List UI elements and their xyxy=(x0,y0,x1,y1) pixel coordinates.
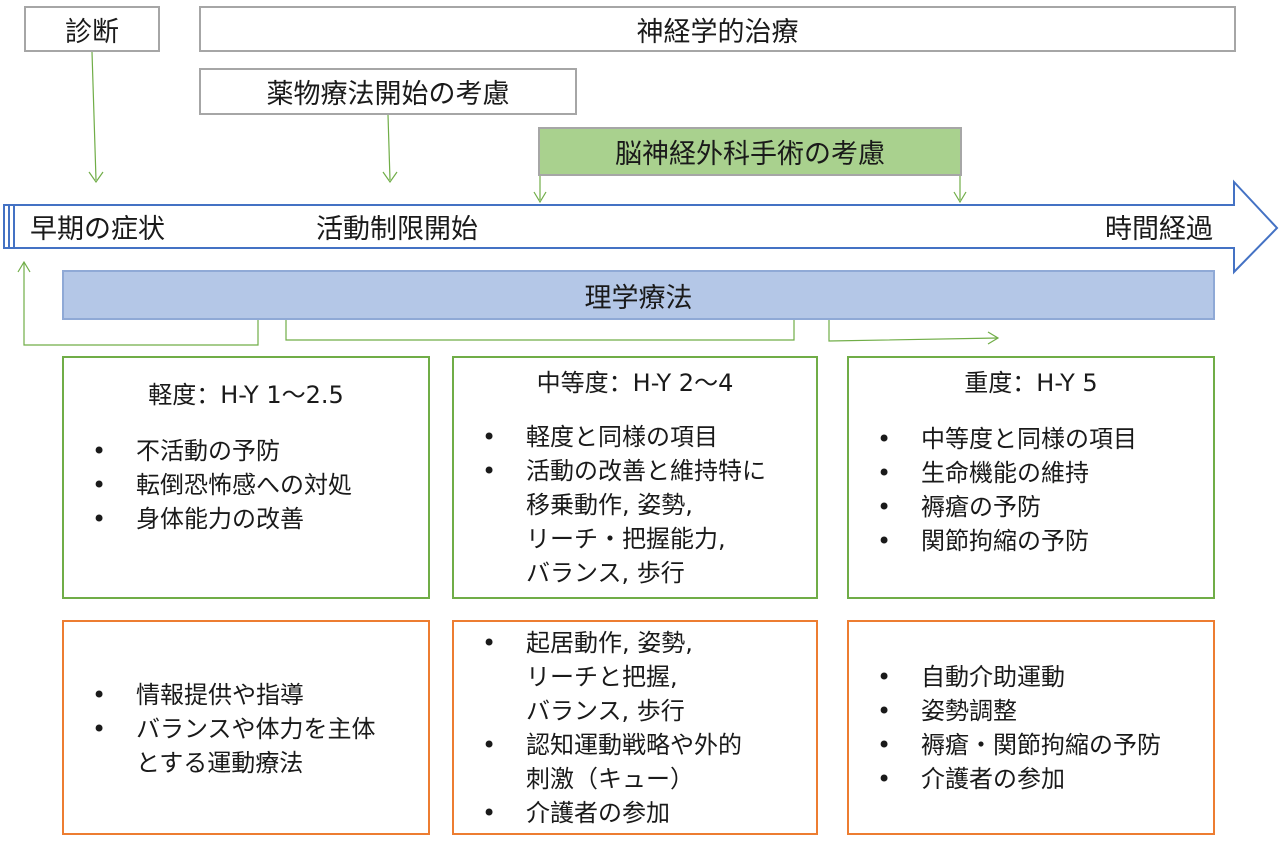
physio-label: 理学療法 xyxy=(584,282,693,314)
neuro-treatment-box: 神経学的治療 xyxy=(199,6,1236,52)
mild-methods-list: 情報提供や指導 バランスや体力を主体 とする運動療法 xyxy=(64,678,428,780)
surgery-box: 脳神経外科手術の考慮 xyxy=(538,127,962,176)
moderate-goals-card: 中等度：H-Y 2〜4 軽度と同様の項目 活動の改善と維持特に 移乗動作, 姿勢… xyxy=(452,356,818,599)
list-item: 活動の改善と維持特に 移乗動作, 姿勢, リーチ・把握能力, バランス, 歩行 xyxy=(482,454,816,590)
list-item: 軽度と同様の項目 xyxy=(482,420,816,454)
severe-methods-card: 自動介助運動 姿勢調整 褥瘡・関節拘縮の予防 介護者の参加 xyxy=(847,620,1215,835)
list-item: 不活動の予防 xyxy=(92,434,428,468)
moderate-methods-list: 起居動作, 姿勢, リーチと把握, バランス, 歩行 認知運動戦略や外的 刺激（… xyxy=(454,626,816,830)
list-item: 起居動作, 姿勢, リーチと把握, バランス, 歩行 xyxy=(482,626,816,728)
list-item: 中等度と同様の項目 xyxy=(877,422,1213,456)
list-item: 身体能力の改善 xyxy=(92,502,428,536)
physio-bar: 理学療法 xyxy=(62,270,1215,320)
physio-bracket xyxy=(17,260,1000,346)
list-item: 介護者の参加 xyxy=(482,796,816,830)
drug-therapy-box: 薬物療法開始の考慮 xyxy=(199,68,577,115)
moderate-goals-list: 軽度と同様の項目 活動の改善と維持特に 移乗動作, 姿勢, リーチ・把握能力, … xyxy=(454,420,816,590)
severe-title: 重度：H-Y 5 xyxy=(964,369,1098,397)
list-item: 褥瘡・関節拘縮の予防 xyxy=(877,728,1213,762)
list-item: 情報提供や指導 xyxy=(92,678,428,712)
list-item: 生命機能の維持 xyxy=(877,456,1213,490)
list-item: 転倒恐怖感への対処 xyxy=(92,468,428,502)
neuro-treatment-label: 神経学的治療 xyxy=(636,16,799,48)
mild-goals-card: 軽度：H-Y 1〜2.5 不活動の予防 転倒恐怖感への対処 身体能力の改善 xyxy=(62,356,430,599)
drug-therapy-arrow xyxy=(382,114,398,184)
mild-methods-card: 情報提供や指導 バランスや体力を主体 とする運動療法 xyxy=(62,620,430,835)
severe-methods-list: 自動介助運動 姿勢調整 褥瘡・関節拘縮の予防 介護者の参加 xyxy=(849,660,1213,796)
mild-title: 軽度：H-Y 1〜2.5 xyxy=(148,381,344,409)
severe-goals-list: 中等度と同様の項目 生命機能の維持 褥瘡の予防 関節拘縮の予防 xyxy=(849,422,1213,558)
drug-therapy-label: 薬物療法開始の考慮 xyxy=(266,79,510,110)
list-item: 姿勢調整 xyxy=(877,694,1213,728)
surgery-label: 脳神経外科手術の考慮 xyxy=(615,139,885,170)
list-item: 自動介助運動 xyxy=(877,660,1213,694)
diagnosis-arrow xyxy=(88,51,104,184)
moderate-title: 中等度：H-Y 2〜4 xyxy=(536,369,734,397)
surgery-arrows xyxy=(533,176,967,204)
mild-goals-list: 不活動の予防 転倒恐怖感への対処 身体能力の改善 xyxy=(64,434,428,536)
diagnosis-label: 診断 xyxy=(65,16,119,48)
list-item: 関節拘縮の予防 xyxy=(877,524,1213,558)
list-item: バランスや体力を主体 とする運動療法 xyxy=(92,712,428,780)
timeline-early: 早期の症状 xyxy=(30,214,165,245)
moderate-methods-card: 起居動作, 姿勢, リーチと把握, バランス, 歩行 認知運動戦略や外的 刺激（… xyxy=(452,620,818,835)
timeline-activity-limit: 活動制限開始 xyxy=(316,214,478,245)
list-item: 介護者の参加 xyxy=(877,762,1213,796)
diagnosis-box: 診断 xyxy=(24,6,160,52)
list-item: 褥瘡の予防 xyxy=(877,490,1213,524)
severe-goals-card: 重度：H-Y 5 中等度と同様の項目 生命機能の維持 褥瘡の予防 関節拘縮の予防 xyxy=(847,356,1215,599)
list-item: 認知運動戦略や外的 刺激（キュー） xyxy=(482,728,816,796)
timeline-arrow xyxy=(3,179,1279,275)
timeline-time-passage: 時間経過 xyxy=(1105,214,1213,245)
